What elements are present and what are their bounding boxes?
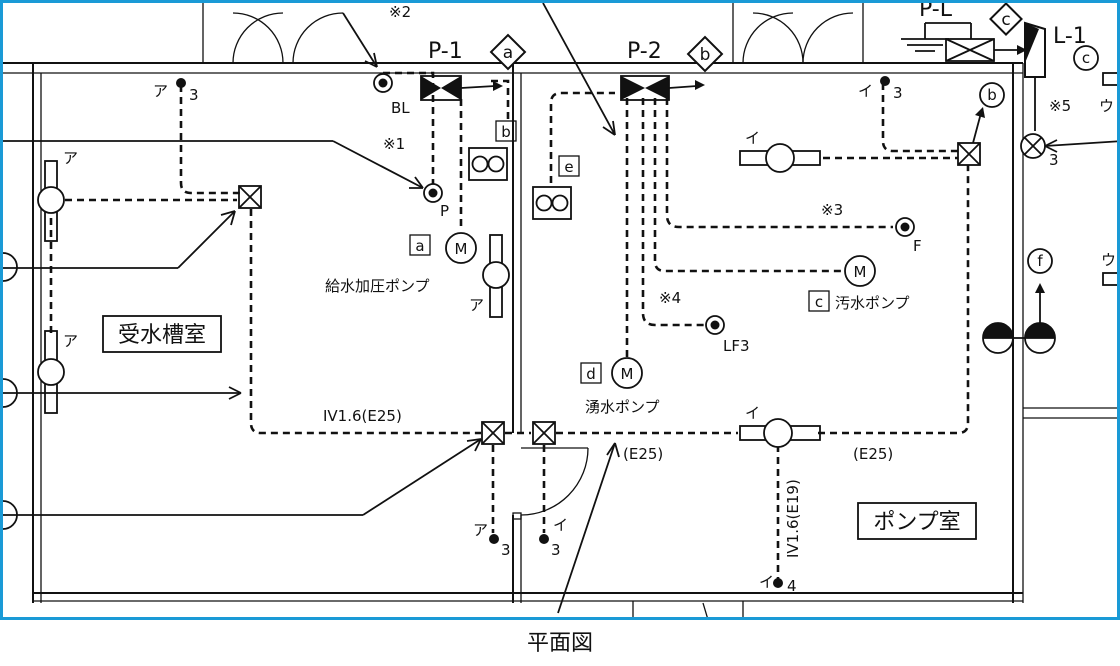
circle-b-label: b [987, 86, 997, 104]
light-fixtures [3, 143, 821, 530]
receptacle-icon [982, 283, 1056, 354]
room-water-tank: 受水槽室 [118, 323, 206, 348]
mark-u: ウ [1099, 97, 1114, 115]
cable-iv-e25: IV1.6(E25) [323, 407, 402, 425]
wall-light-icon [1020, 133, 1046, 159]
light-fixture [37, 330, 65, 414]
box-e-label: e [564, 158, 573, 176]
light-fixture [739, 418, 821, 448]
panel-l1-label: L-1 [1053, 24, 1087, 49]
double-circle-devices [468, 147, 572, 220]
motors [445, 232, 876, 389]
spring-pump-motor-icon [611, 357, 643, 389]
panel-p2 [620, 75, 705, 101]
num-3: 3 [551, 541, 561, 559]
num-3: 3 [1049, 151, 1059, 169]
motor-sewage-label: M [854, 263, 867, 281]
light-fixture [739, 143, 821, 173]
supply-pump-motor-icon [445, 232, 477, 264]
note-4: ※4 [659, 289, 681, 307]
right-devices [972, 72, 1117, 354]
box-c-label: c [815, 293, 823, 311]
circle-f-label: f [1037, 252, 1043, 270]
floor-plan-svg: 受水槽室 ポンプ室 P-1 P-2 P-L L-1 a b c b c f a … [3, 3, 1117, 617]
cable-e25-b: (E25) [853, 445, 893, 463]
panels [420, 21, 1046, 131]
motor-supply-label: M [455, 240, 468, 258]
diamond-b-label: b [700, 45, 711, 65]
panel-pl-label: P-L [919, 3, 953, 22]
sewage-pump-label: 汚水ポンプ [835, 294, 910, 312]
diamond-a-label: a [503, 43, 513, 63]
mark-a: ア [473, 521, 488, 539]
walls [3, 3, 1117, 617]
sensor-p-label: P [440, 202, 449, 220]
box-a-label: a [415, 237, 424, 255]
note-3: ※3 [821, 201, 843, 219]
note-1: ※1 [383, 135, 405, 153]
mark-i: イ [858, 82, 873, 100]
box-tags [409, 120, 830, 384]
junction-box [238, 185, 262, 209]
box-d-label: d [586, 365, 596, 383]
mark-i: イ [553, 516, 568, 534]
room-pump: ポンプ室 [873, 510, 960, 535]
sensor-bl-label: BL [391, 99, 410, 117]
num-3: 3 [893, 84, 903, 102]
mark-i: イ [745, 129, 760, 147]
sensor-lf3-label: LF3 [723, 337, 750, 355]
note-5: ※5 [1049, 97, 1071, 115]
num-3: 3 [189, 86, 199, 104]
mark-a: ア [469, 296, 484, 314]
sewage-pump-motor-icon [844, 255, 876, 287]
floor-plan-diagram: 受水槽室 ポンプ室 P-1 P-2 P-L L-1 a b c b c f a … [0, 0, 1120, 620]
wiring [49, 71, 970, 581]
mark-i: イ [759, 573, 774, 591]
panel-p1-label: P-1 [428, 39, 463, 64]
circle-c-label: c [1082, 49, 1090, 67]
labels: 受水槽室 ポンプ室 P-1 P-2 P-L L-1 a b c b c f a … [63, 3, 1116, 595]
diamond-tags [489, 3, 1023, 73]
switch-dots [176, 76, 890, 588]
num-3: 3 [501, 541, 511, 559]
cable-iv-e19: IV1.6(E19) [784, 479, 802, 558]
box-b-label: b [501, 123, 511, 141]
panel-l1 [1024, 21, 1046, 131]
mark-i: イ [745, 404, 760, 422]
mark-u: ウ [1101, 251, 1116, 269]
junction-boxes [238, 142, 981, 445]
sensor-f-label: F [913, 237, 922, 255]
diagram-caption: 平面図 [526, 631, 593, 656]
mark-a: ア [63, 332, 78, 350]
panel-pl [901, 22, 1027, 62]
supply-pump-label: 給水加圧ポンプ [325, 277, 430, 295]
cable-e25-a: (E25) [623, 445, 663, 463]
diamond-c-label: c [1001, 10, 1010, 30]
motor-spring-label: M [621, 365, 634, 383]
num-4: 4 [787, 577, 797, 595]
sensors [373, 73, 915, 335]
light-fixture [482, 234, 510, 318]
junction-box [532, 421, 556, 445]
junction-box [957, 142, 981, 166]
mark-a: ア [63, 149, 78, 167]
spring-pump-label: 湧水ポンプ [585, 398, 660, 416]
panel-p2-label: P-2 [627, 39, 662, 64]
leaders [3, 3, 1117, 614]
circle-tags [979, 45, 1099, 274]
light-fixture [37, 160, 65, 242]
panel-p1 [420, 75, 503, 101]
note-2: ※2 [389, 3, 411, 21]
junction-box [481, 421, 505, 445]
mark-a: ア [153, 82, 168, 100]
